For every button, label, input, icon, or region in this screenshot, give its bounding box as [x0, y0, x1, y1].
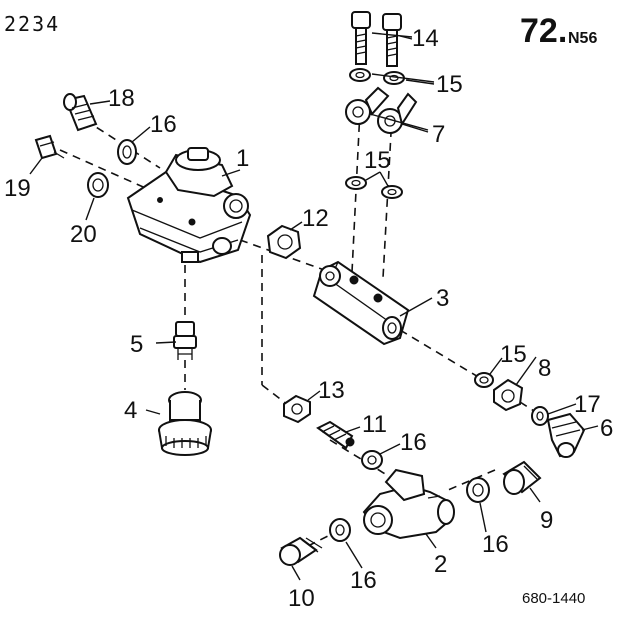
callout-10: 10	[288, 585, 315, 612]
callout-16-center: 16	[400, 429, 427, 456]
callout-16-right: 16	[482, 531, 509, 558]
assembly-lines	[59, 109, 546, 546]
callout-12: 12	[302, 205, 329, 232]
callout-20: 20	[70, 221, 97, 248]
callout-14: 14	[412, 25, 439, 52]
valve-body-part-1	[126, 147, 252, 264]
bolts-part-14	[351, 11, 402, 67]
drain-valve-part-4	[158, 391, 212, 456]
washers-part-15-middle	[345, 176, 403, 199]
nipple-part-5	[173, 321, 197, 360]
tee-housing-part-2	[362, 468, 455, 540]
nut-part-13	[283, 394, 311, 424]
page-code: 2234	[4, 12, 61, 36]
callout-13: 13	[318, 377, 345, 404]
washer-part-16-bottom	[329, 518, 351, 542]
callout-16-bottom: 16	[350, 567, 377, 594]
washer-part-15-right	[474, 372, 494, 388]
reference-suffix: N56	[568, 30, 598, 47]
banjo-fittings-part-7	[345, 86, 418, 134]
bolt-part-19	[34, 134, 65, 160]
fitting-part-11	[316, 420, 355, 450]
callouts: 1 2 3 4 5 6 7 8 9 10 11 12 13 14 15 15 1…	[4, 25, 613, 612]
washer-part-16-top	[117, 139, 137, 165]
nut-part-12	[266, 224, 302, 260]
callout-3: 3	[436, 285, 449, 312]
washer-part-16-right	[466, 477, 490, 503]
callout-5: 5	[130, 331, 143, 358]
callout-7: 7	[432, 121, 445, 148]
callout-2: 2	[434, 551, 447, 578]
fitting-part-9	[502, 460, 542, 495]
callout-18: 18	[108, 85, 135, 112]
washer-part-17	[531, 406, 549, 426]
callout-11: 11	[362, 411, 387, 438]
callout-17: 17	[574, 391, 601, 418]
callout-1: 1	[236, 145, 249, 172]
drawing-number: 680-1440	[522, 590, 586, 607]
distribution-block-part-3	[312, 260, 410, 346]
callout-9: 9	[540, 507, 553, 534]
callout-19: 19	[4, 175, 31, 202]
nut-part-8	[493, 378, 524, 412]
callout-8: 8	[538, 355, 551, 382]
callout-15-middle: 15	[364, 147, 391, 174]
callout-15-top: 15	[436, 71, 463, 98]
reference-number: 72.	[520, 12, 568, 50]
fitting-part-10	[279, 536, 323, 566]
connector-part-6	[546, 412, 586, 458]
callout-4: 4	[124, 397, 137, 424]
fitting-part-18	[63, 93, 98, 132]
callout-15-right: 15	[500, 341, 527, 368]
callout-6: 6	[600, 415, 613, 442]
washer-part-16-center	[361, 450, 383, 470]
washer-part-20	[87, 172, 109, 198]
callout-16-top: 16	[150, 111, 177, 138]
leader-lines	[29, 32, 599, 581]
